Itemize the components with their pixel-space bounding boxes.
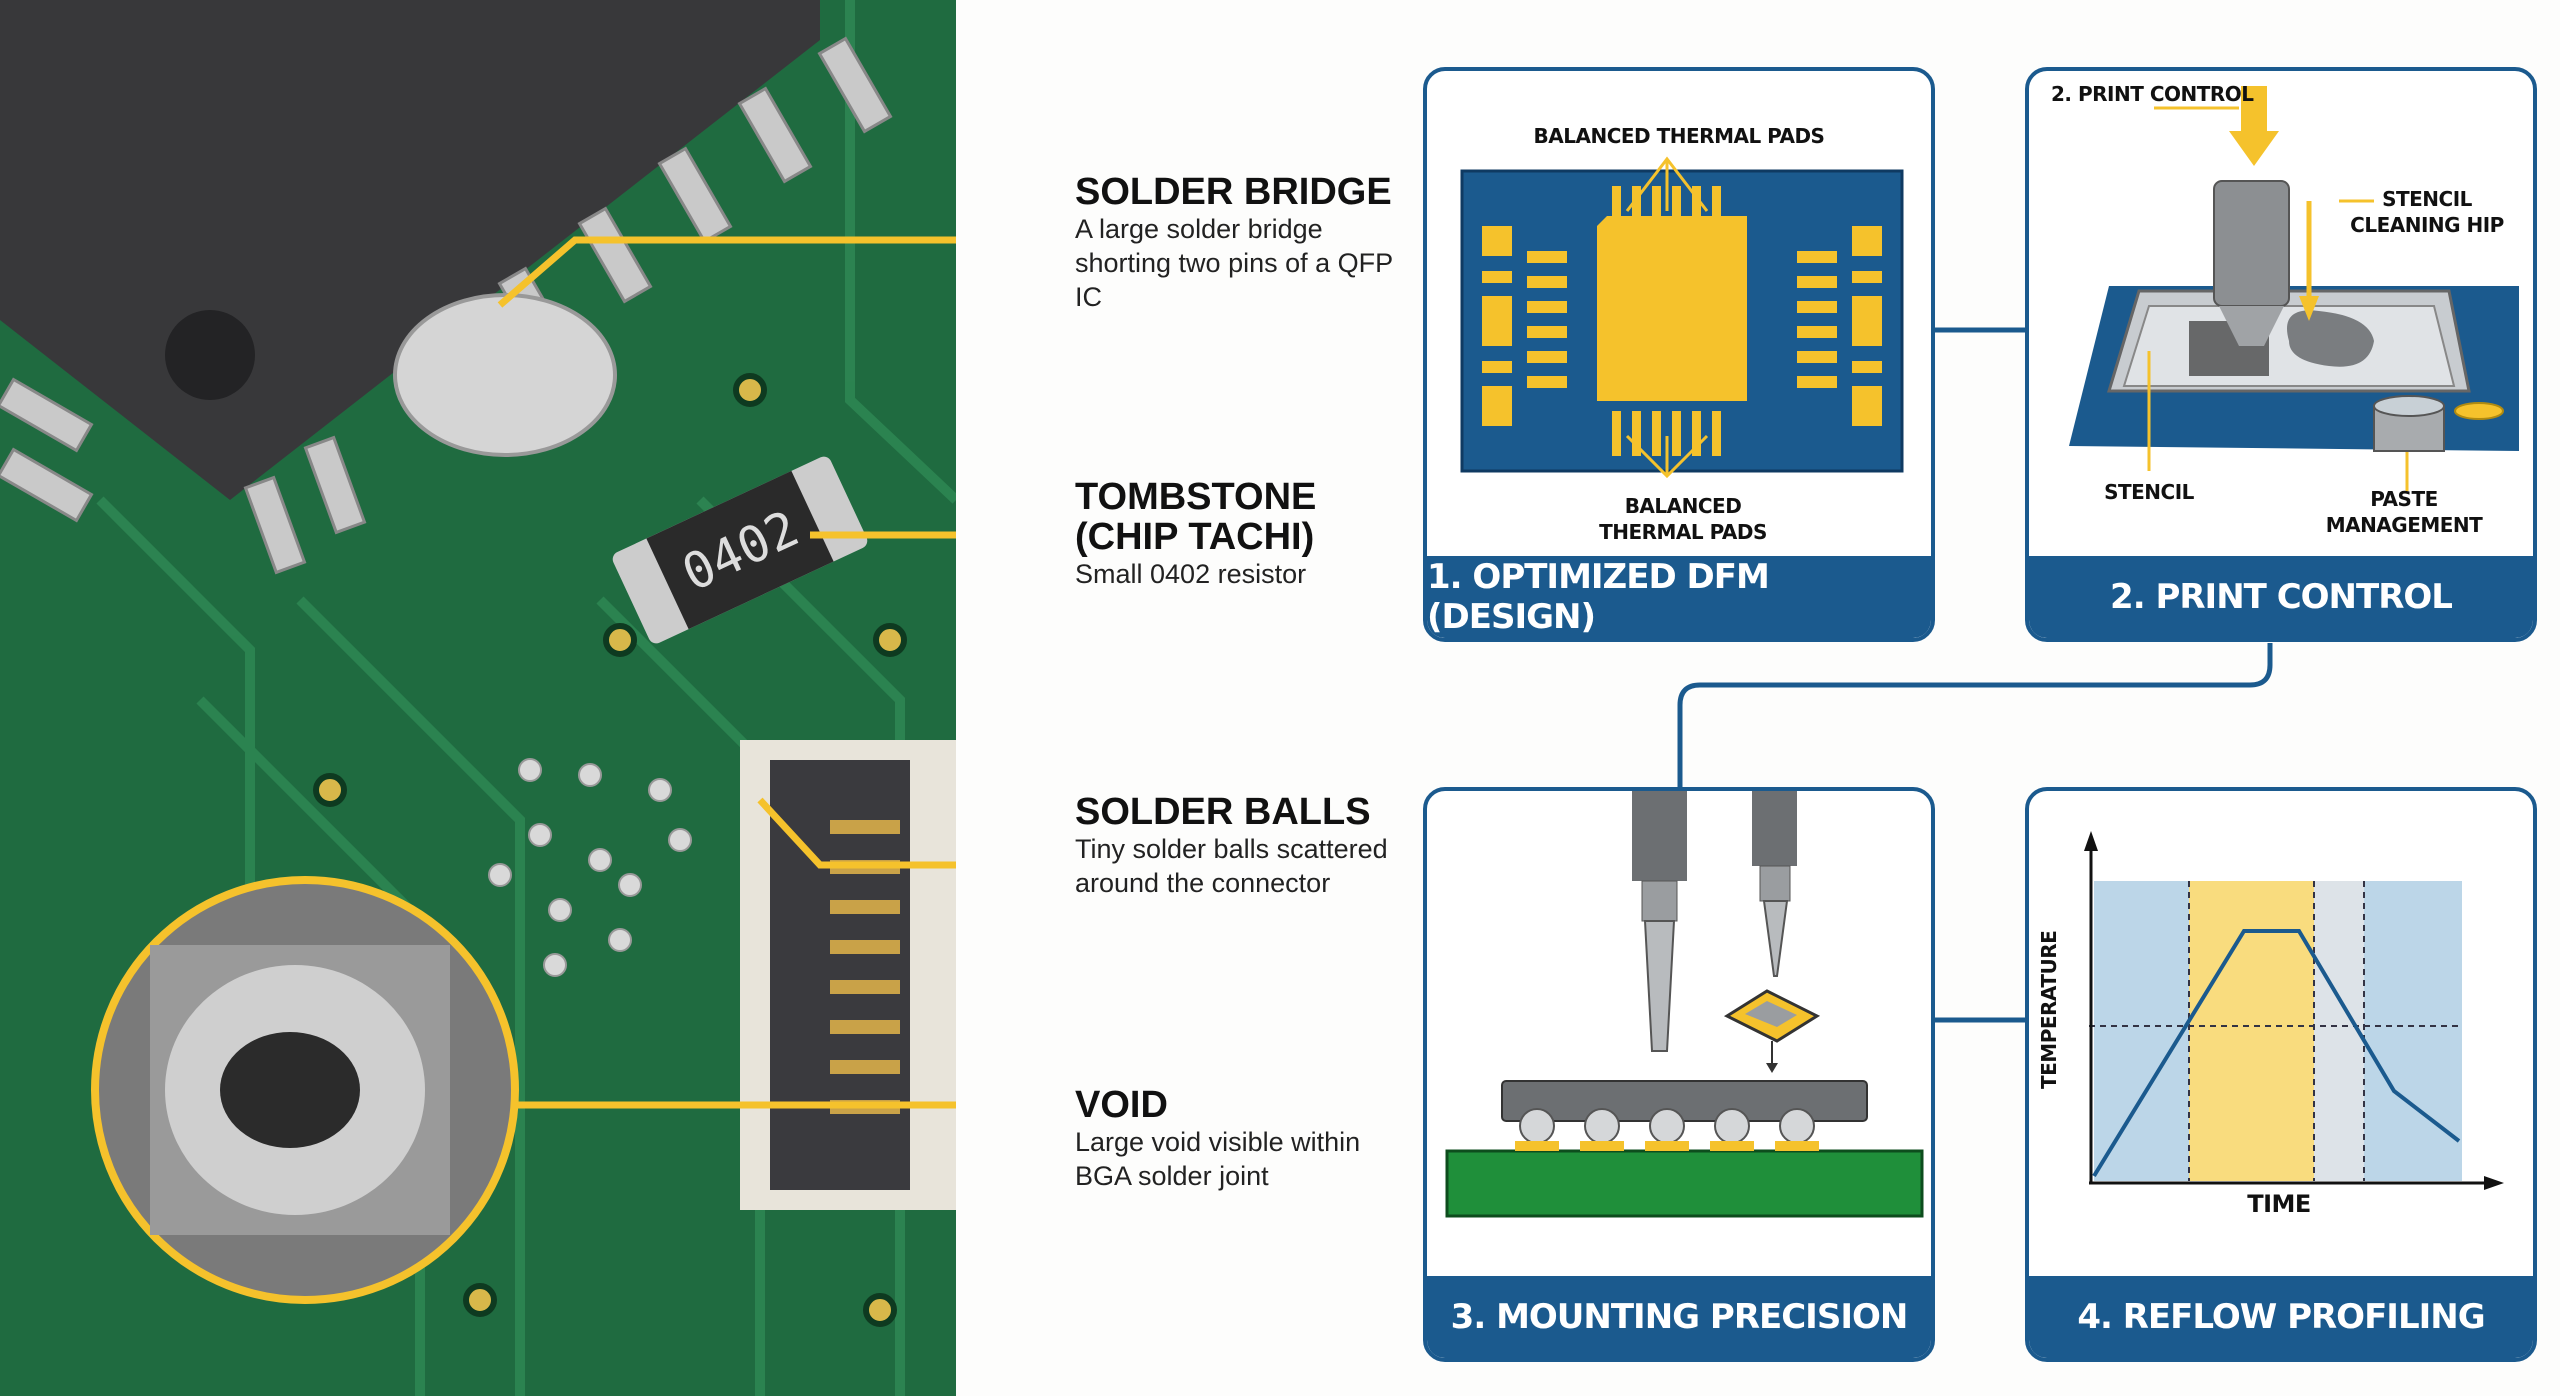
callout-title: TOMBSTONE (CHIP TACHI) xyxy=(1075,476,1317,558)
callout-title: SOLDER BALLS xyxy=(1075,791,1371,833)
zone-preheat xyxy=(2094,881,2189,1181)
callout-desc: Tiny solder balls scattered around the c… xyxy=(1075,834,1388,898)
zone-cooling xyxy=(2364,881,2462,1181)
panel-dfm-design: BALANCED THERMAL PADS BALANCED THERMAL P… xyxy=(1423,67,1935,642)
callout-desc: Small 0402 resistor xyxy=(1075,559,1307,589)
pick-and-place-illustration xyxy=(1445,791,1924,1218)
callout-solder-bridge: SOLDER BRIDGE A large solder bridge shor… xyxy=(1075,172,1405,314)
pcb-photo: 0402 xyxy=(0,0,956,1396)
pad-layout-illustration xyxy=(1460,156,1904,479)
panel-print-control: 2. PRINT CONTROL STENCIL CLEANING HIP ST… xyxy=(2025,67,2537,642)
callout-void: VOID Large void visible within BGA solde… xyxy=(1075,1085,1405,1193)
label-stencil-cleaning: STENCIL CLEANING HIP xyxy=(2350,187,2504,237)
callout-title: SOLDER BRIDGE xyxy=(1075,171,1392,213)
panel-mounting-precision: 3. MOUNTING PRECISION xyxy=(1423,787,1935,1362)
callout-solder-balls: SOLDER BALLS Tiny solder balls scattered… xyxy=(1075,792,1405,900)
callout-desc: A large solder bridge shorting two pins … xyxy=(1075,214,1393,312)
zone-reflow xyxy=(2189,881,2314,1181)
label-stencil: STENCIL xyxy=(2104,480,2194,504)
panel-title: 3. MOUNTING PRECISION xyxy=(1427,1276,1931,1358)
panel-reflow-profiling: TEMPERATURE TIME 4. REFLOW PROFILING xyxy=(2025,787,2537,1362)
temperature-profile-line xyxy=(2092,929,2461,1178)
stencil-printer-illustration xyxy=(2069,86,2519,491)
panel-title: 4. REFLOW PROFILING xyxy=(2029,1276,2533,1358)
callout-desc: Large void visible within BGA solder joi… xyxy=(1075,1127,1361,1191)
reflow-profile-chart xyxy=(2084,831,2504,1190)
panel-title: 1. OPTIMIZED DFM (DESIGN) xyxy=(1427,556,1931,638)
zone-cooling-start xyxy=(2314,881,2364,1181)
label-thermal-pads-bottom: BALANCED THERMAL PADS xyxy=(1599,494,1767,544)
callout-title: VOID xyxy=(1075,1084,1168,1126)
y-axis-label: TEMPERATURE xyxy=(2037,930,2061,1089)
label-print-control: 2. PRINT CONTROL xyxy=(2051,82,2254,106)
callout-tombstone: TOMBSTONE (CHIP TACHI) Small 0402 resist… xyxy=(1075,477,1405,591)
panel-title: 2. PRINT CONTROL xyxy=(2029,556,2533,638)
label-thermal-pads-top: BALANCED THERMAL PADS xyxy=(1533,124,1825,148)
x-axis-label: TIME xyxy=(2247,1190,2311,1218)
label-paste-management: PASTE MANAGEMENT xyxy=(2325,487,2483,537)
